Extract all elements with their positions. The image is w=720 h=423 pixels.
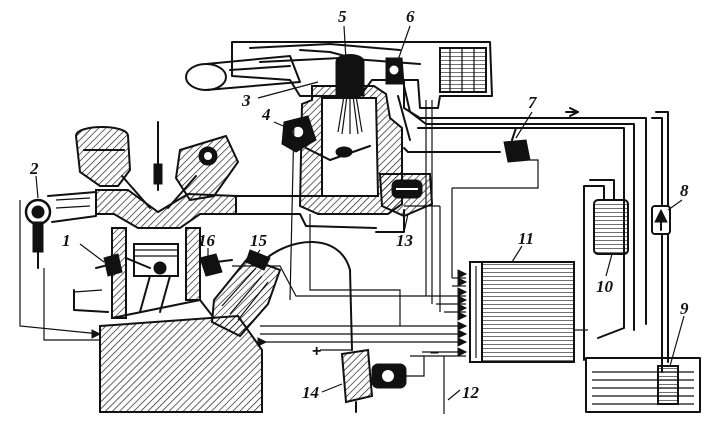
callout-labels: 5 6 3 4 7 8 9 10 11 12 13 14 15 16 1 2 — [29, 7, 689, 402]
label-4: 4 — [261, 105, 271, 124]
fuel-filter — [583, 179, 629, 361]
label-2: 2 — [29, 159, 39, 178]
minus-sign: − — [430, 345, 439, 362]
label-6: 6 — [406, 7, 415, 26]
label-14: 14 — [302, 383, 319, 402]
check-valve — [651, 205, 671, 235]
coolant-temp-sensor — [95, 253, 123, 277]
air-inlet-pipe — [185, 55, 301, 91]
label-12: 12 — [462, 383, 480, 402]
ecu-wiring — [19, 100, 588, 414]
label-5: 5 — [338, 7, 347, 26]
label-15: 15 — [250, 231, 268, 250]
label-11: 11 — [518, 229, 534, 248]
valve-cover-right — [174, 134, 240, 202]
valve-cover-left — [74, 126, 132, 187]
label-13: 13 — [396, 231, 414, 250]
label-9: 9 — [680, 299, 689, 318]
label-1: 1 — [62, 231, 71, 250]
exhaust-pipe — [47, 191, 97, 223]
callout-leaders — [35, 25, 685, 401]
oxygen-sensor — [24, 198, 52, 269]
cylinder-head — [95, 175, 237, 229]
fuel-tank — [585, 357, 701, 413]
throttle-position-sensor — [378, 173, 434, 218]
injector-valve — [385, 57, 405, 85]
label-16: 16 — [198, 231, 216, 250]
label-10: 10 — [596, 277, 614, 296]
control-unit — [469, 261, 575, 363]
idle-air-valve — [281, 115, 331, 161]
pressure-regulator — [403, 127, 531, 163]
label-3: 3 — [241, 91, 251, 110]
ignition-distributor — [210, 249, 282, 338]
label-7: 7 — [528, 93, 538, 112]
connector-arrows — [91, 269, 468, 357]
label-8: 8 — [680, 181, 689, 200]
knock-sensor — [199, 253, 233, 277]
throttle-body — [298, 54, 403, 215]
distributor-cable — [261, 241, 353, 351]
relay-sensor — [320, 348, 425, 413]
cylinder-block — [111, 227, 201, 319]
plus-sign: + — [312, 343, 321, 360]
spark-plug — [153, 121, 163, 191]
